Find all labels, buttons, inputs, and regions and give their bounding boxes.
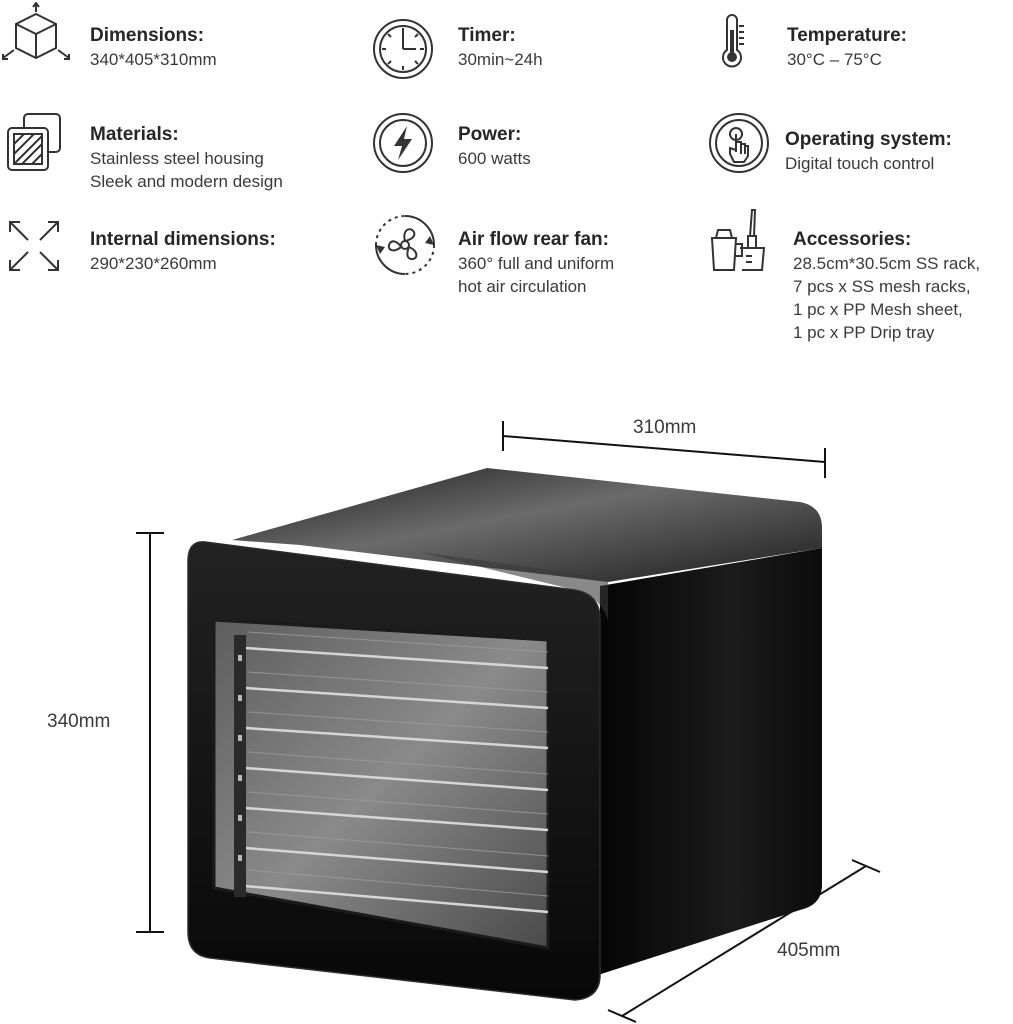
spec-line: Stainless steel housing	[90, 149, 264, 168]
spec-line: hot air circulation	[458, 277, 587, 296]
spec-accessories: Accessories: 28.5cm*30.5cm SS rack, 7 pc…	[793, 228, 980, 344]
spec-line: 290*230*260mm	[90, 254, 217, 273]
lightning-bolt-icon	[372, 112, 434, 174]
spec-operating-system: Operating system: Digital touch control	[785, 128, 952, 175]
spec-title: Timer:	[458, 25, 516, 46]
kitchen-tools-icon	[706, 208, 772, 274]
cube-icon	[0, 2, 72, 68]
spec-materials: Materials: Stainless steel housing Sleek…	[90, 123, 283, 193]
spec-line: 28.5cm*30.5cm SS rack,	[793, 254, 981, 273]
side-panel	[598, 548, 822, 975]
spec-line: 360° full and uniform	[458, 254, 615, 273]
spec-line: 600 watts	[458, 149, 531, 168]
spec-line: Digital touch control	[785, 154, 935, 173]
timer-icon	[372, 18, 434, 80]
spec-internal-dimensions: Internal dimensions: 290*230*260mm	[90, 228, 276, 275]
depth-label: 405mm	[777, 940, 841, 961]
spec-dimensions: Dimensions: 340*405*310mm	[90, 24, 217, 71]
spec-air-flow: Air flow rear fan: 360° full and uniform…	[458, 228, 614, 298]
spec-line: 1 pc x PP Mesh sheet,	[793, 300, 963, 319]
thermometer-icon	[717, 14, 747, 68]
spec-line: 340*405*310mm	[90, 50, 217, 69]
mesh-racks	[244, 646, 549, 914]
spec-line: 1 pc x PP Drip tray	[793, 323, 935, 342]
spec-line: 7 pcs x SS mesh racks,	[793, 277, 971, 296]
expand-arrows-icon	[6, 218, 62, 274]
spec-title: Power:	[458, 124, 522, 145]
spec-line: Sleek and modern design	[90, 172, 283, 191]
spec-line: 30°C – 75°C	[787, 50, 882, 69]
spec-title: Temperature:	[787, 25, 908, 46]
spec-timer: Timer: 30min~24h	[458, 24, 543, 71]
steel-sheet-icon	[6, 112, 64, 172]
fan-icon	[372, 212, 438, 278]
spec-power: Power: 600 watts	[458, 123, 531, 170]
top-panel	[232, 468, 822, 582]
spec-temperature: Temperature: 30°C – 75°C	[787, 24, 907, 71]
spec-title: Accessories:	[793, 229, 912, 250]
spec-title: Dimensions:	[90, 25, 205, 46]
spec-title: Internal dimensions:	[90, 229, 276, 250]
spec-title: Air flow rear fan:	[458, 229, 609, 250]
spec-title: Operating system:	[785, 129, 952, 150]
touch-finger-icon	[708, 112, 770, 174]
width-label: 310mm	[633, 417, 697, 438]
height-label: 340mm	[47, 711, 111, 732]
spec-title: Materials:	[90, 124, 179, 145]
spec-line: 30min~24h	[458, 50, 543, 69]
